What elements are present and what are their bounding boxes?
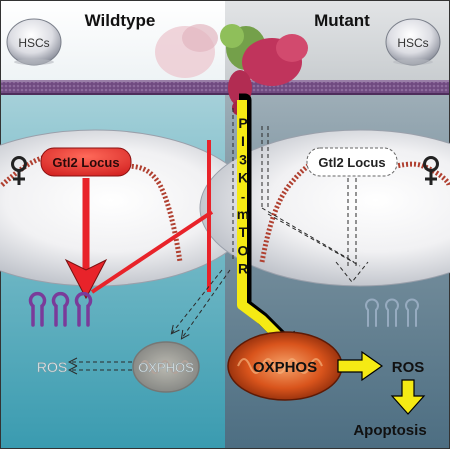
- female-icon-mutant: [423, 156, 439, 185]
- microrna-inhibition-line: [90, 210, 214, 294]
- pathway-letter: -: [241, 189, 245, 204]
- wildtype-gtl2-locus: [40, 147, 132, 177]
- pathway-letter: R: [238, 261, 248, 277]
- mutant-locus-label: Gtl2 Locus: [318, 155, 385, 170]
- pathway-letter: m: [237, 206, 249, 222]
- pathway-letter: K: [238, 170, 248, 186]
- mutant-ros-label: ROS: [392, 359, 425, 376]
- wildtype-oxphos-label: OXPHOS: [138, 360, 194, 375]
- wildtype-hsc-label: HSCs: [18, 36, 49, 50]
- female-icon: [11, 156, 27, 185]
- mutant-microrna-link-a: [261, 207, 355, 263]
- pathway-letter: I: [241, 133, 245, 149]
- pathway-arrow: [237, 100, 288, 346]
- mutant-title: Mutant: [314, 11, 370, 30]
- pathway-letter: O: [238, 242, 249, 258]
- wildtype-hsc-badge: [6, 18, 62, 66]
- mutant-mitochondrion-cristae: [237, 358, 323, 374]
- wildtype-mitochondrion: [132, 341, 200, 393]
- pathway-letter: T: [239, 224, 248, 240]
- mutant-expression-arrowhead: [335, 261, 369, 283]
- pathway-letter: 3: [239, 151, 247, 167]
- cell-membrane: [1, 80, 449, 95]
- mutant-microrna-icon: [365, 298, 419, 327]
- microrna-icon: [28, 291, 93, 327]
- apoptosis-arrow: [390, 379, 426, 415]
- mutant-hsc-label: HSCs: [397, 36, 428, 50]
- wildtype-expression-arrowhead: [64, 258, 108, 300]
- apoptosis-label: Apoptosis: [353, 422, 426, 439]
- wildtype-locus-label: Gtl2 Locus: [52, 155, 119, 170]
- mutant-gtl2-locus: [306, 147, 398, 177]
- wildtype-mitochondrion-cristae: [139, 360, 191, 374]
- wildtype-dna-strand: [0, 153, 183, 263]
- membrane-edge-top: [1, 80, 449, 82]
- mutant-oxphos-label: OXPHOS: [253, 359, 317, 376]
- receptor-protein-icon: [155, 24, 308, 115]
- pathway-letter: P: [238, 115, 247, 131]
- mutant-hsc-badge: [385, 18, 441, 66]
- mutant-ros-arrow: [337, 350, 384, 382]
- mutant-microrna-link-b: [267, 213, 361, 267]
- wildtype-title: Wildtype: [85, 11, 156, 30]
- wildtype-ros-label: ROS: [37, 359, 67, 375]
- membrane-edge-bottom: [1, 93, 449, 95]
